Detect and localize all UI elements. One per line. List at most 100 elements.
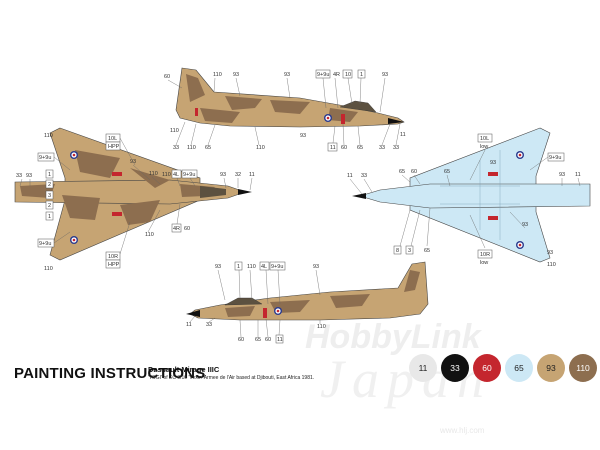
callout: 9+9u [39, 155, 51, 161]
plan-bottom-red-marking-2 [488, 216, 498, 220]
callout: low [480, 260, 488, 266]
callout: 93 [382, 72, 388, 78]
side-top-camo [186, 74, 358, 123]
plan-view-bottom [352, 127, 591, 263]
callout: 93 [300, 133, 306, 139]
callout: 10L [480, 136, 489, 142]
color-palette: 11 33 60 65 93 110 [409, 354, 597, 382]
callout: 110 [187, 145, 196, 151]
callout-box [393, 245, 402, 255]
callout: 10R [480, 252, 490, 258]
callout: 3 [408, 248, 411, 254]
callouts-side-top: 60 110 93 93 9+9u 4R 10 1 93 110 33 110 … [164, 69, 406, 152]
callout: 2 [48, 203, 51, 209]
roundel-side-bottom-red [276, 309, 280, 313]
plan-bottom-nose [352, 193, 366, 199]
callout-box [342, 69, 353, 79]
callout: 33 [379, 145, 385, 151]
swatch-93: 93 [537, 354, 565, 382]
callout: 93 [313, 264, 319, 270]
callout: 9+9u [317, 72, 329, 78]
swatch-11: 11 [409, 354, 437, 382]
callout: 93 [547, 250, 553, 256]
callout: 33 [16, 173, 22, 179]
callout-box [269, 261, 286, 271]
callout-box [234, 261, 243, 271]
callout: 65 [444, 169, 450, 175]
swatch-label: 65 [514, 363, 524, 373]
roundel-plan-bottom-upper-red [518, 153, 522, 157]
callout: HPP [108, 144, 120, 150]
callout: 110 [213, 72, 222, 78]
callout: 1 [48, 214, 51, 220]
callout: 93 [26, 173, 32, 179]
callout: 110 [247, 264, 256, 270]
side-bottom-nose [186, 310, 200, 317]
side-top-red-marking [341, 114, 345, 124]
callout: 11 [249, 172, 255, 178]
callout: 4R [173, 226, 180, 232]
callout: 10 [345, 72, 351, 78]
roundel-plan-top-lower-red [72, 238, 76, 242]
callout-box [405, 245, 414, 255]
swatch-60: 60 [473, 354, 501, 382]
callout: 110 [149, 171, 158, 177]
callout-box [45, 190, 54, 200]
side-bottom-camo [225, 270, 420, 317]
callout: 60 [238, 337, 244, 343]
page-title: PAINTING INSTRUCTIONS [14, 365, 206, 382]
callout: 93 [233, 72, 239, 78]
plan-top-camo [20, 150, 215, 225]
callout-box [45, 200, 54, 210]
callout: 60 [184, 226, 190, 232]
leader-lines [19, 77, 581, 338]
swatch-110: 110 [569, 354, 597, 382]
callout: 65 [424, 248, 430, 254]
callout-box [181, 169, 198, 179]
roundel-plan-bottom-lower-red [518, 243, 522, 247]
callout: 11 [186, 322, 192, 328]
leader-line [175, 121, 401, 146]
callout: low [480, 144, 488, 150]
plan-top-red-marking-1 [112, 172, 122, 176]
plan-bottom-fuselage [358, 183, 591, 209]
roundel-plan-top-upper-red [72, 153, 76, 157]
plan-bottom-panel-lines [440, 150, 520, 240]
callout: 2 [48, 182, 51, 188]
plan-top-nose [238, 189, 252, 195]
callout-box [477, 133, 493, 143]
aircraft-name: Dassault Mirage IIIC [148, 365, 220, 374]
callout: 93 [284, 72, 290, 78]
callout: 33 [361, 173, 367, 179]
callout-box [171, 223, 182, 233]
swatch-label: 33 [450, 363, 460, 373]
callout: 93 [559, 172, 565, 178]
callout: 93 [220, 172, 226, 178]
aircraft-caption: 'TOGI' of EC 3/10 'Vexin' Armee de l'Air… [148, 375, 315, 381]
callout: 4R [333, 72, 340, 78]
callout: 10R [108, 254, 118, 260]
callout-box [105, 259, 121, 269]
callout: 4L [261, 264, 267, 270]
callout: 110 [162, 172, 171, 178]
callouts-plan-top: 110 10L HPP 9+9u 93 33 93 110 4L 9+9u 11… [16, 133, 255, 272]
callout: 60 [265, 337, 271, 343]
callout: 60 [341, 145, 347, 151]
callout: 4L [173, 172, 179, 178]
plan-bottom-red-marking-1 [488, 172, 498, 176]
callout: 9+9u [39, 241, 51, 247]
callouts-side-bottom: 93 1 110 4L 9+9u 93 11 33 60 65 60 11 11… [186, 261, 326, 344]
callout-box [45, 179, 54, 189]
callout-box [275, 334, 284, 344]
callout-box [45, 169, 54, 179]
callout: 110 [256, 145, 265, 151]
plan-top-red-marking-2 [112, 212, 122, 216]
swatch-label: 60 [482, 363, 492, 373]
swatch-65: 65 [505, 354, 533, 382]
callout: 10L [108, 136, 117, 142]
callouts-plan-bottom: 11 33 65 60 65 10L low 93 9+9u 93 11 10R… [347, 133, 581, 268]
callout: 65 [255, 337, 261, 343]
callout: 11 [277, 337, 283, 343]
callout: 65 [357, 145, 363, 151]
